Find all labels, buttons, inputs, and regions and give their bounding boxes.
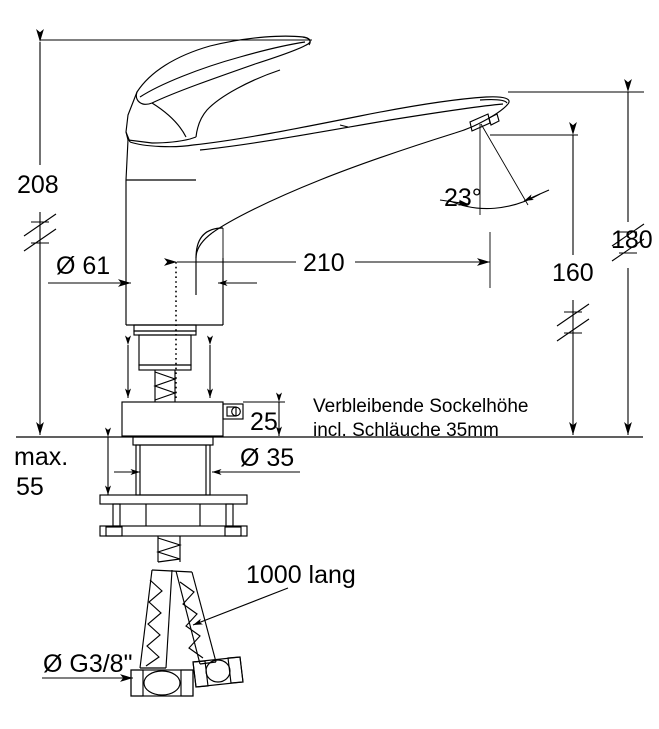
note-line-1: Verbleibende Sockelhöhe (313, 396, 529, 417)
braided-hoses (130, 569, 244, 697)
label-hose-length: 1000 lang (246, 561, 356, 589)
dimension-labels: 208 Ø 61 210 23° 160 180 25 Ø 35 max. 55… (14, 171, 653, 678)
label-shank-diameter: Ø 35 (240, 444, 294, 472)
hose-fitting-left (130, 669, 194, 697)
label-spout-reach: 210 (303, 249, 345, 277)
body-cylinder (125, 139, 224, 326)
label-max: max. (14, 443, 68, 471)
label-spout-height-outer: 180 (611, 226, 653, 254)
note-line-2: incl. Schläuche 35mm (313, 420, 499, 441)
mounting-stack (16, 324, 643, 563)
label-hose-thread: Ø G3/8" (43, 650, 132, 678)
label-max-value: 55 (16, 473, 44, 501)
label-spout-angle: 23° (444, 184, 482, 212)
lever-handle (125, 35, 311, 148)
hose-fitting-right (192, 656, 244, 688)
dimension-lines (23, 29, 645, 682)
label-total-height: 208 (17, 171, 59, 199)
label-body-diameter: Ø 61 (56, 252, 110, 280)
label-shank-height: 25 (250, 408, 278, 436)
label-spout-height-inner: 160 (552, 259, 594, 287)
faucet-outline (16, 35, 643, 697)
spout (192, 96, 510, 295)
